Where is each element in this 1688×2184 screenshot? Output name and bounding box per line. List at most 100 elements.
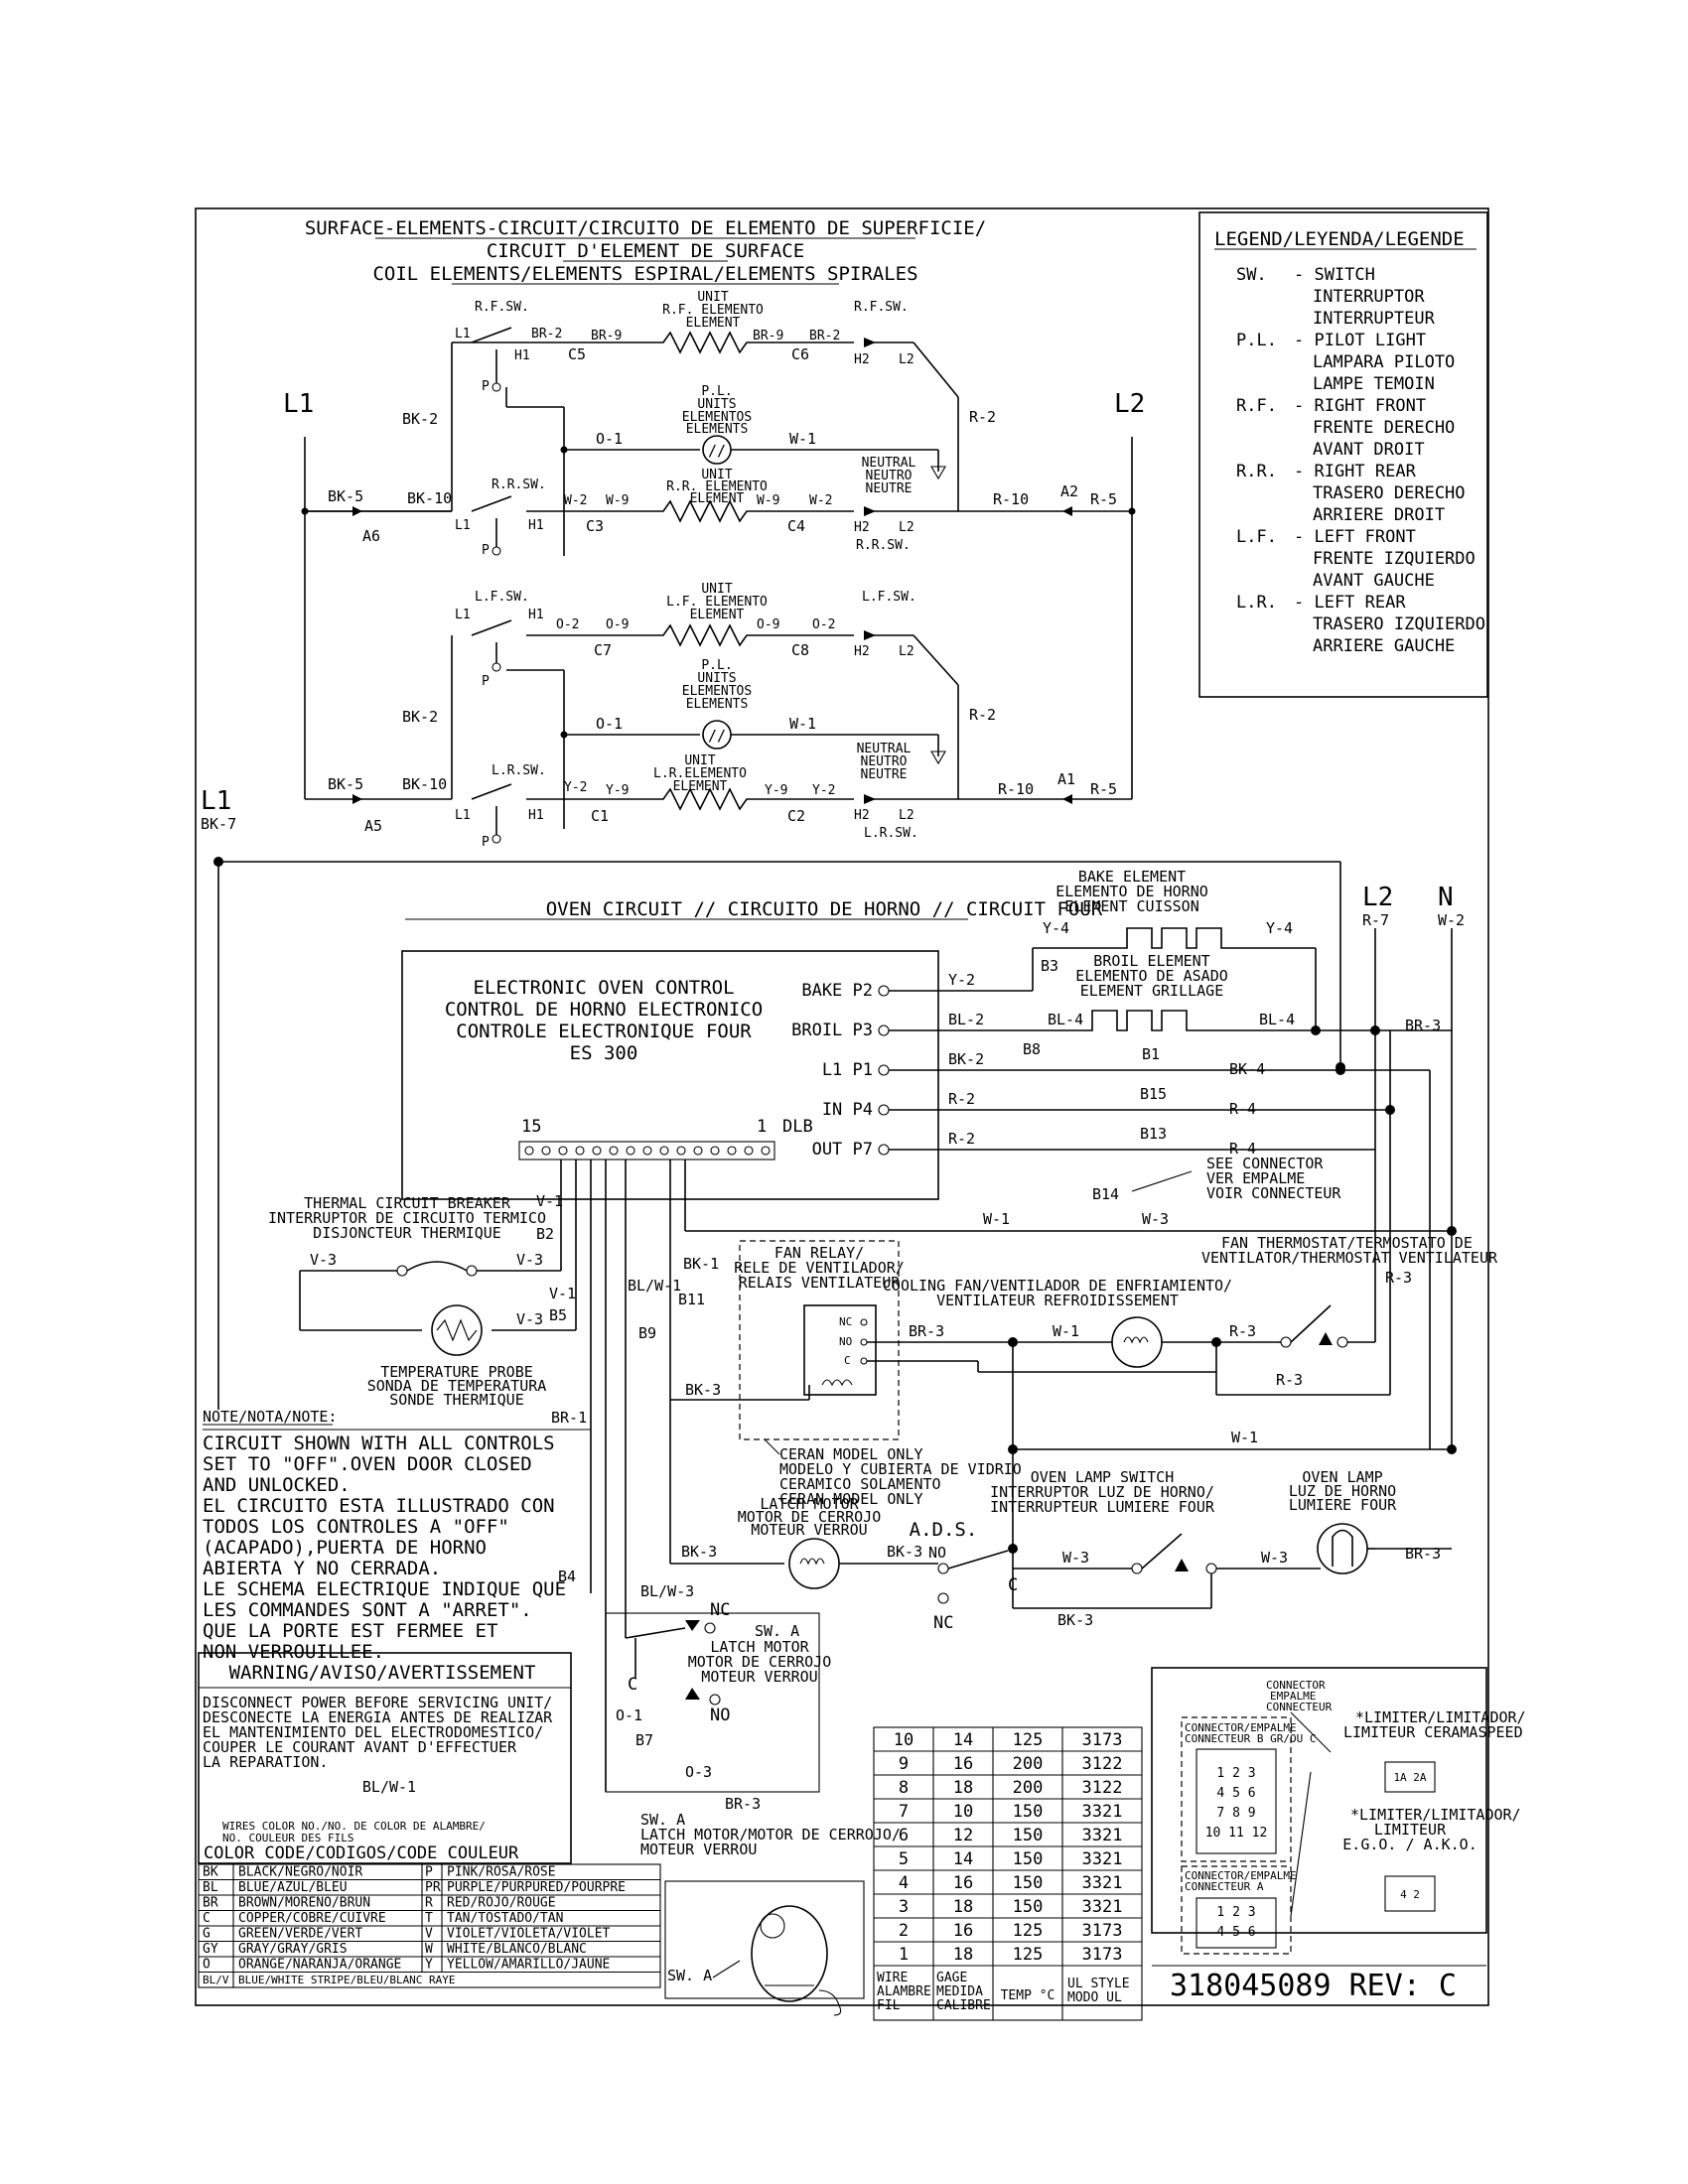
svg-text:WIRES COLOR NO./NO. DE COLOR D: WIRES COLOR NO./NO. DE COLOR DE ALAMBRE/	[222, 1820, 486, 1833]
svg-text:LATCH MOTOR/MOTOR DE CERROJO/: LATCH MOTOR/MOTOR DE CERROJO/	[640, 1826, 901, 1843]
note-line: QUE LA PORTE EST FERMEE ET	[203, 1620, 497, 1642]
wire-table-header: MODO UL	[1067, 1990, 1122, 2005]
svg-text:NC: NC	[710, 1600, 730, 1620]
legend-abbr: L.R.	[1236, 593, 1277, 613]
color-desc: GREEN/VERDE/VERT	[238, 1927, 362, 1942]
svg-text:BL/W-3: BL/W-3	[640, 1582, 694, 1600]
svg-text:ELEMENTOS: ELEMENTOS	[682, 410, 752, 425]
wire-table-cell: 3321	[1082, 1897, 1123, 1917]
svg-text:NEUTRE: NEUTRE	[861, 767, 908, 782]
svg-text:W-2: W-2	[809, 493, 832, 508]
svg-text:SW. A: SW. A	[755, 1622, 799, 1640]
cooling-fan-motor	[1111, 1316, 1163, 1368]
dlb-pin	[676, 1146, 686, 1156]
svg-text:UNIT: UNIT	[701, 582, 732, 597]
svg-text:RELAIS VENTILATEUR: RELAIS VENTILATEUR	[739, 1274, 902, 1292]
color-abbr: GY	[203, 1942, 218, 1957]
color-desc: PURPLE/PURPURED/POURPRE	[447, 1880, 626, 1895]
note: NOTE/NOTA/NOTE: CIRCUIT SHOWN WITH ALL C…	[203, 1408, 591, 1663]
svg-text:R-4: R-4	[1229, 1140, 1256, 1158]
svg-text:1 2 3: 1 2 3	[1216, 1905, 1255, 1920]
color-abbr: V	[425, 1927, 433, 1942]
svg-text:BK-2: BK-2	[948, 1050, 984, 1068]
legend-text: INTERRUPTEUR	[1313, 309, 1436, 329]
svg-text:INTERRUPTEUR LUMIERE FOUR: INTERRUPTEUR LUMIERE FOUR	[990, 1498, 1215, 1516]
svg-text:Y-4: Y-4	[1043, 919, 1069, 937]
wire-table-cell: 3122	[1082, 1778, 1123, 1798]
svg-text:NEUTRO: NEUTRO	[866, 469, 913, 483]
svg-text:W-1: W-1	[789, 430, 816, 448]
svg-text:R-2: R-2	[948, 1130, 975, 1148]
legend-text: FRENTE IZQUIERDO	[1313, 549, 1476, 569]
svg-text:NO. COULEUR DES FILS: NO. COULEUR DES FILS	[222, 1832, 353, 1844]
svg-text:R-2: R-2	[969, 706, 996, 724]
svg-text:C6: C6	[791, 345, 809, 363]
svg-text:OVEN LAMP SWITCH: OVEN LAMP SWITCH	[1031, 1468, 1175, 1486]
svg-text:W-2: W-2	[1438, 911, 1465, 929]
warning-line: LA REPARATION.	[203, 1753, 328, 1771]
surface-l2-label: L2	[1114, 389, 1145, 419]
color-abbr: T	[425, 1911, 433, 1926]
wire-table-cell: 150	[1013, 1897, 1044, 1917]
svg-text:Y-4: Y-4	[1266, 919, 1293, 937]
sw-a-bottom: SW. A LATCH MOTOR/MOTOR DE CERROJO/ MOTE…	[640, 1811, 901, 2016]
svg-text:FAN RELAY/: FAN RELAY/	[774, 1244, 864, 1262]
svg-text:B14: B14	[1092, 1185, 1119, 1203]
svg-text:P.L.: P.L.	[701, 384, 732, 399]
svg-text:A1: A1	[1057, 770, 1075, 788]
svg-text:ELEMENT CUISSON: ELEMENT CUISSON	[1064, 897, 1198, 915]
svg-text:BR-2: BR-2	[809, 329, 840, 343]
svg-text:BL/W-1: BL/W-1	[362, 1778, 416, 1796]
svg-text:R-10: R-10	[998, 780, 1034, 798]
broil-element-coil	[1082, 1010, 1196, 1031]
svg-text:L1: L1	[455, 518, 471, 533]
svg-text:P: P	[482, 674, 490, 689]
dlb-pin	[524, 1146, 534, 1156]
svg-text:ELEMENTOS: ELEMENTOS	[682, 684, 752, 699]
surface-title-1: SURFACE-ELEMENTS-CIRCUIT/CIRCUITO DE ELE…	[305, 217, 986, 239]
note-line: SET TO "OFF".OVEN DOOR CLOSED	[203, 1453, 532, 1475]
wire-table-cell: 7	[899, 1802, 909, 1822]
svg-text:4 5 6: 4 5 6	[1216, 1786, 1255, 1801]
svg-text:R-4: R-4	[1229, 1100, 1256, 1118]
svg-text:O-3: O-3	[685, 1763, 712, 1781]
svg-text:BL-2: BL-2	[948, 1011, 984, 1028]
note-line: ABIERTA Y NO CERRADA.	[203, 1558, 441, 1579]
dlb-pin	[541, 1146, 551, 1156]
svg-text:B9: B9	[638, 1324, 656, 1342]
svg-text:W-3: W-3	[1062, 1549, 1089, 1567]
svg-text:BK-7: BK-7	[201, 815, 236, 833]
svg-text:R-10: R-10	[993, 490, 1029, 508]
warning-line: DESCONECTE LA ENERGIA ANTES DE REALIZAR	[203, 1708, 553, 1726]
svg-text:W-2: W-2	[564, 493, 587, 508]
svg-text:*LIMITER/LIMITADOR/: *LIMITER/LIMITADOR/	[1350, 1806, 1521, 1824]
svg-text:NEUTRAL: NEUTRAL	[862, 456, 916, 471]
legend-text: ARRIERE GAUCHE	[1313, 636, 1455, 656]
wire-table-header: UL STYLE	[1067, 1977, 1130, 1991]
svg-text:NC: NC	[839, 1315, 852, 1328]
wire-table-cell: 3321	[1082, 1802, 1123, 1822]
svg-text:BROIL ELEMENT: BROIL ELEMENT	[1093, 952, 1209, 970]
svg-text:O-1: O-1	[616, 1706, 642, 1724]
document-number: 318045089 REV: C	[1170, 1969, 1457, 2003]
svg-text:MOTOR DE CERROJO: MOTOR DE CERROJO	[688, 1653, 832, 1671]
svg-text:L2: L2	[1362, 883, 1393, 912]
color-abbr: R	[425, 1896, 433, 1911]
svg-text:INTERRUPTOR DE CIRCUITO TERMIC: INTERRUPTOR DE CIRCUITO TERMICO	[268, 1209, 546, 1227]
svg-text:MOTEUR VERROU: MOTEUR VERROU	[751, 1521, 867, 1539]
wire-table-cell: 200	[1013, 1754, 1044, 1774]
svg-text:V-3: V-3	[310, 1251, 337, 1269]
color-abbr: BL/V	[203, 1974, 229, 1986]
svg-text:NO: NO	[710, 1706, 730, 1725]
svg-text:ES 300: ES 300	[570, 1042, 638, 1064]
legend-entries: SW.- SWITCHINTERRUPTORINTERRUPTEURP.L.- …	[1236, 265, 1485, 656]
svg-text:C: C	[844, 1354, 851, 1367]
svg-text:CONNECTEUR: CONNECTEUR	[1266, 1701, 1333, 1713]
svg-text:NEUTRE: NEUTRE	[866, 481, 913, 496]
svg-text:BR-2: BR-2	[531, 327, 562, 341]
svg-text:R.F. ELEMENTO: R.F. ELEMENTO	[662, 303, 764, 318]
color-abbr: W	[425, 1942, 433, 1957]
wire-table-cell: 18	[953, 1945, 973, 1965]
legend-text: LAMPE TEMOIN	[1313, 374, 1435, 394]
svg-text:L1: L1	[455, 808, 471, 823]
